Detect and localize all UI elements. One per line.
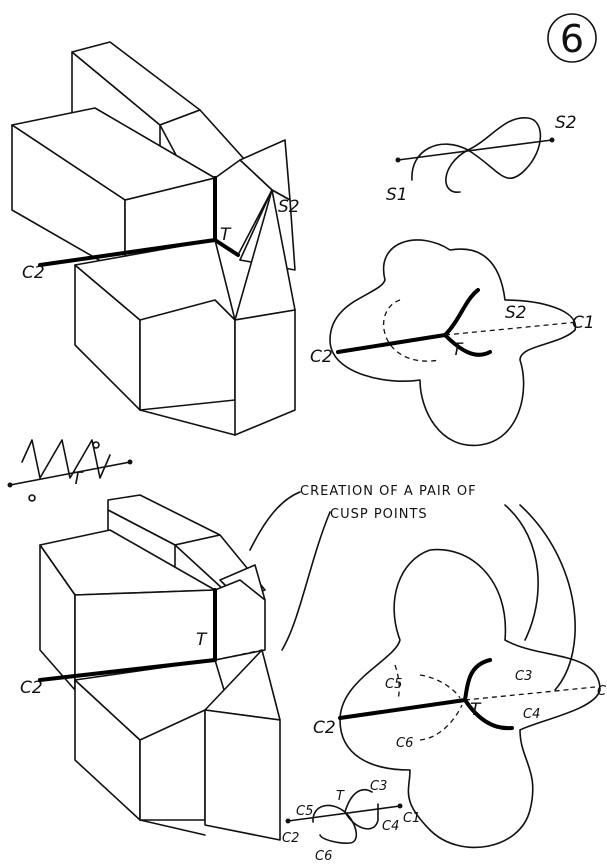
label-s2-surface: S2	[505, 303, 527, 323]
label-c2-curve: C2	[282, 831, 299, 846]
label-c3-surface: C3	[515, 669, 532, 684]
label-c1-curve: C1	[403, 811, 420, 826]
caption: CREATION OF A PAIR OF CUSP POINTS	[249, 484, 576, 691]
caption-line2: CUSP POINTS	[330, 507, 428, 522]
label-c1-surface: C	[597, 684, 607, 699]
top-block-figure: T C2 S2	[11, 41, 300, 436]
page-number-badge: 6	[547, 13, 597, 63]
label-c2-bottom: C2	[20, 678, 43, 698]
label-c6-surface: C6	[396, 736, 413, 751]
label-c6-curve: C6	[315, 849, 332, 864]
top-figure-eight-curve: S1 S2	[386, 113, 577, 205]
label-c5-curve: C5	[296, 804, 313, 819]
top-surface: T C2 S2 C1	[310, 239, 595, 447]
bottom-figure-eight-curve: C5 T C3 C2 C4 C1 C6	[282, 779, 420, 864]
label-t: T	[220, 225, 232, 245]
label-c2-surface: C2	[310, 347, 333, 367]
label-c4-surface: C4	[523, 707, 540, 722]
label-c2-surface-bottom: C2	[313, 718, 336, 738]
label-t-zigzag: T	[72, 469, 84, 489]
label-c1-surface: C1	[572, 313, 595, 333]
label-c2: C2	[22, 263, 45, 283]
caption-line1: CREATION OF A PAIR OF	[300, 484, 477, 499]
label-t-surface-bottom: T	[470, 700, 482, 720]
label-s2: S2	[278, 197, 300, 217]
label-c3-curve: C3	[370, 779, 387, 794]
label-t-bottom: T	[196, 630, 208, 650]
label-t-surface: T	[452, 340, 464, 360]
label-s2-curve: S2	[555, 113, 577, 133]
bottom-surface: C5 C3 C T C4 C2 C6	[313, 548, 607, 849]
zigzag-curve: T	[7, 439, 133, 502]
page-number: 6	[560, 17, 584, 61]
label-s1: S1	[386, 185, 408, 205]
label-t-curve: T	[336, 789, 345, 804]
label-c4-curve: C4	[382, 819, 399, 834]
label-c5-surface: C5	[385, 677, 402, 692]
c2-edge	[38, 238, 217, 267]
bottom-block-figure: T C2	[20, 494, 281, 841]
